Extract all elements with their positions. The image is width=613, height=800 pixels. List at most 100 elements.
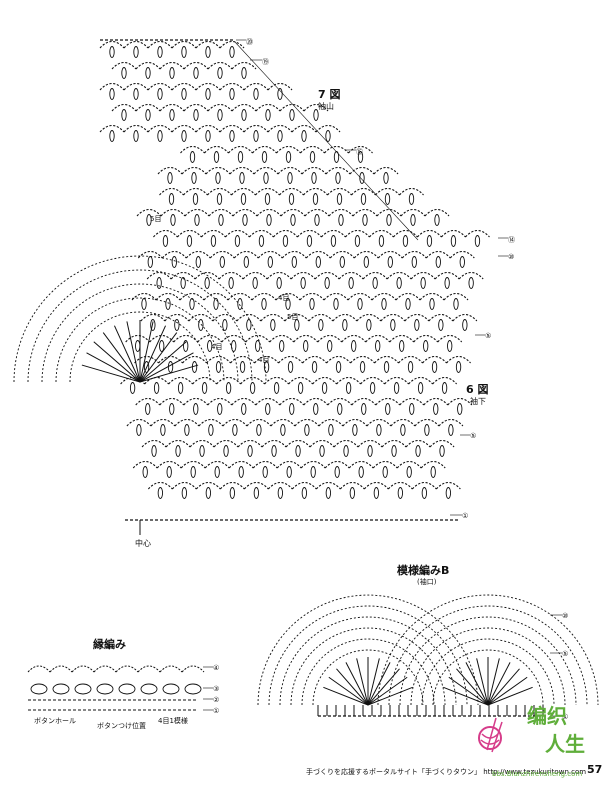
chain-arch bbox=[195, 124, 221, 133]
chain-arch bbox=[231, 103, 257, 112]
row-marker: ⑤ bbox=[485, 332, 492, 340]
dc-stitch bbox=[258, 235, 265, 247]
chain-arch bbox=[208, 208, 234, 217]
chain-arch bbox=[204, 460, 230, 469]
chain-arch bbox=[225, 229, 250, 238]
chain-arch bbox=[266, 271, 292, 280]
dc-stitch bbox=[195, 256, 201, 268]
chain-arch bbox=[419, 292, 445, 301]
dc-stitch bbox=[277, 487, 283, 499]
dc-stitch bbox=[147, 256, 153, 268]
chain-arch bbox=[341, 334, 367, 343]
chain-arch bbox=[147, 481, 173, 490]
chain-arch bbox=[339, 481, 365, 490]
chain-arch bbox=[155, 292, 181, 301]
dc-stitch bbox=[249, 382, 256, 394]
fan-spoke bbox=[113, 325, 141, 383]
chain-arch bbox=[171, 40, 197, 49]
dc-stitch bbox=[405, 298, 411, 310]
dc-stitch bbox=[181, 88, 187, 100]
dc-stitch bbox=[424, 424, 430, 436]
chain-arch bbox=[219, 82, 245, 91]
chain-arch bbox=[278, 355, 303, 364]
chain-arch bbox=[171, 481, 197, 490]
chain-arch bbox=[336, 376, 362, 385]
chain-arch bbox=[458, 271, 484, 280]
dc-stitch bbox=[304, 424, 310, 436]
chain-arch bbox=[393, 229, 418, 238]
chain-arch bbox=[181, 665, 205, 673]
chain-arch bbox=[384, 376, 410, 385]
chain-arch bbox=[135, 103, 161, 112]
chain-arch bbox=[183, 61, 209, 70]
dc-stitch bbox=[431, 361, 438, 373]
dc-stitch bbox=[241, 403, 247, 415]
chain-arch bbox=[218, 271, 244, 280]
dc-stitch bbox=[270, 319, 276, 331]
chain-arch bbox=[216, 376, 242, 385]
chain-arch bbox=[99, 82, 125, 91]
dc-stitch bbox=[190, 466, 196, 478]
chain-arch bbox=[243, 124, 269, 133]
chain-arch bbox=[408, 376, 434, 385]
dc-stitch bbox=[241, 67, 247, 79]
dc-stitch bbox=[349, 487, 355, 499]
chain-arch bbox=[420, 460, 446, 469]
chain-arch bbox=[353, 250, 379, 259]
chain-arch bbox=[413, 334, 439, 343]
dc-stitch bbox=[289, 403, 295, 415]
dc-stitch bbox=[238, 466, 244, 478]
dc-stitch bbox=[180, 277, 186, 289]
dc-stitch bbox=[237, 151, 244, 163]
chain-arch bbox=[351, 187, 376, 196]
dc-stitch bbox=[247, 445, 253, 457]
chain-arch bbox=[93, 665, 117, 673]
chain-arch bbox=[452, 313, 478, 322]
chain-arch bbox=[293, 334, 319, 343]
dc-stitch bbox=[457, 403, 463, 415]
dc-stitch bbox=[339, 256, 345, 268]
dc-stitch bbox=[430, 466, 436, 478]
row-marker: ① bbox=[562, 713, 569, 721]
chain-arch bbox=[201, 229, 226, 238]
chain-arch bbox=[219, 124, 245, 133]
chain-arch bbox=[317, 334, 343, 343]
figure-6-subtitle: 袖下 bbox=[470, 397, 486, 406]
dc-stitch bbox=[166, 466, 172, 478]
dc-stitch bbox=[280, 424, 286, 436]
chain-arch bbox=[429, 439, 455, 448]
dc-stitch bbox=[327, 340, 333, 352]
pattern-b-title: 模様編みB bbox=[397, 564, 450, 577]
chain-arch bbox=[255, 103, 281, 112]
dc-stitch bbox=[169, 109, 175, 121]
dc-stitch bbox=[207, 340, 213, 352]
chain-arch bbox=[228, 460, 254, 469]
fan-spoke bbox=[367, 658, 380, 706]
dc-stitch bbox=[303, 340, 309, 352]
chain-arch bbox=[140, 313, 166, 322]
dc-stitch bbox=[408, 193, 415, 205]
chain-arch bbox=[177, 229, 202, 238]
picot-loop bbox=[30, 683, 48, 695]
chain-arch bbox=[252, 145, 277, 154]
chain-arch bbox=[372, 460, 398, 469]
chain-arch bbox=[365, 334, 391, 343]
dc-stitch bbox=[410, 214, 416, 226]
chain-arch bbox=[185, 250, 211, 259]
chain-arch bbox=[351, 397, 377, 406]
chain-arch bbox=[195, 481, 221, 490]
dc-stitch bbox=[294, 319, 300, 331]
chain-arch bbox=[314, 271, 340, 280]
dc-stitch bbox=[366, 319, 372, 331]
row-marker-leaders bbox=[203, 39, 562, 717]
fan-spoke bbox=[139, 325, 167, 383]
chain-arch bbox=[324, 460, 350, 469]
dc-stitch bbox=[445, 487, 451, 499]
dc-stitch bbox=[252, 277, 258, 289]
chain-arch bbox=[327, 187, 352, 196]
dc-stitch bbox=[151, 445, 157, 457]
chain-arch bbox=[207, 103, 233, 112]
fan-ring bbox=[69, 311, 211, 383]
row-marker: ⑳ bbox=[246, 38, 253, 46]
dc-stitch bbox=[277, 88, 283, 100]
